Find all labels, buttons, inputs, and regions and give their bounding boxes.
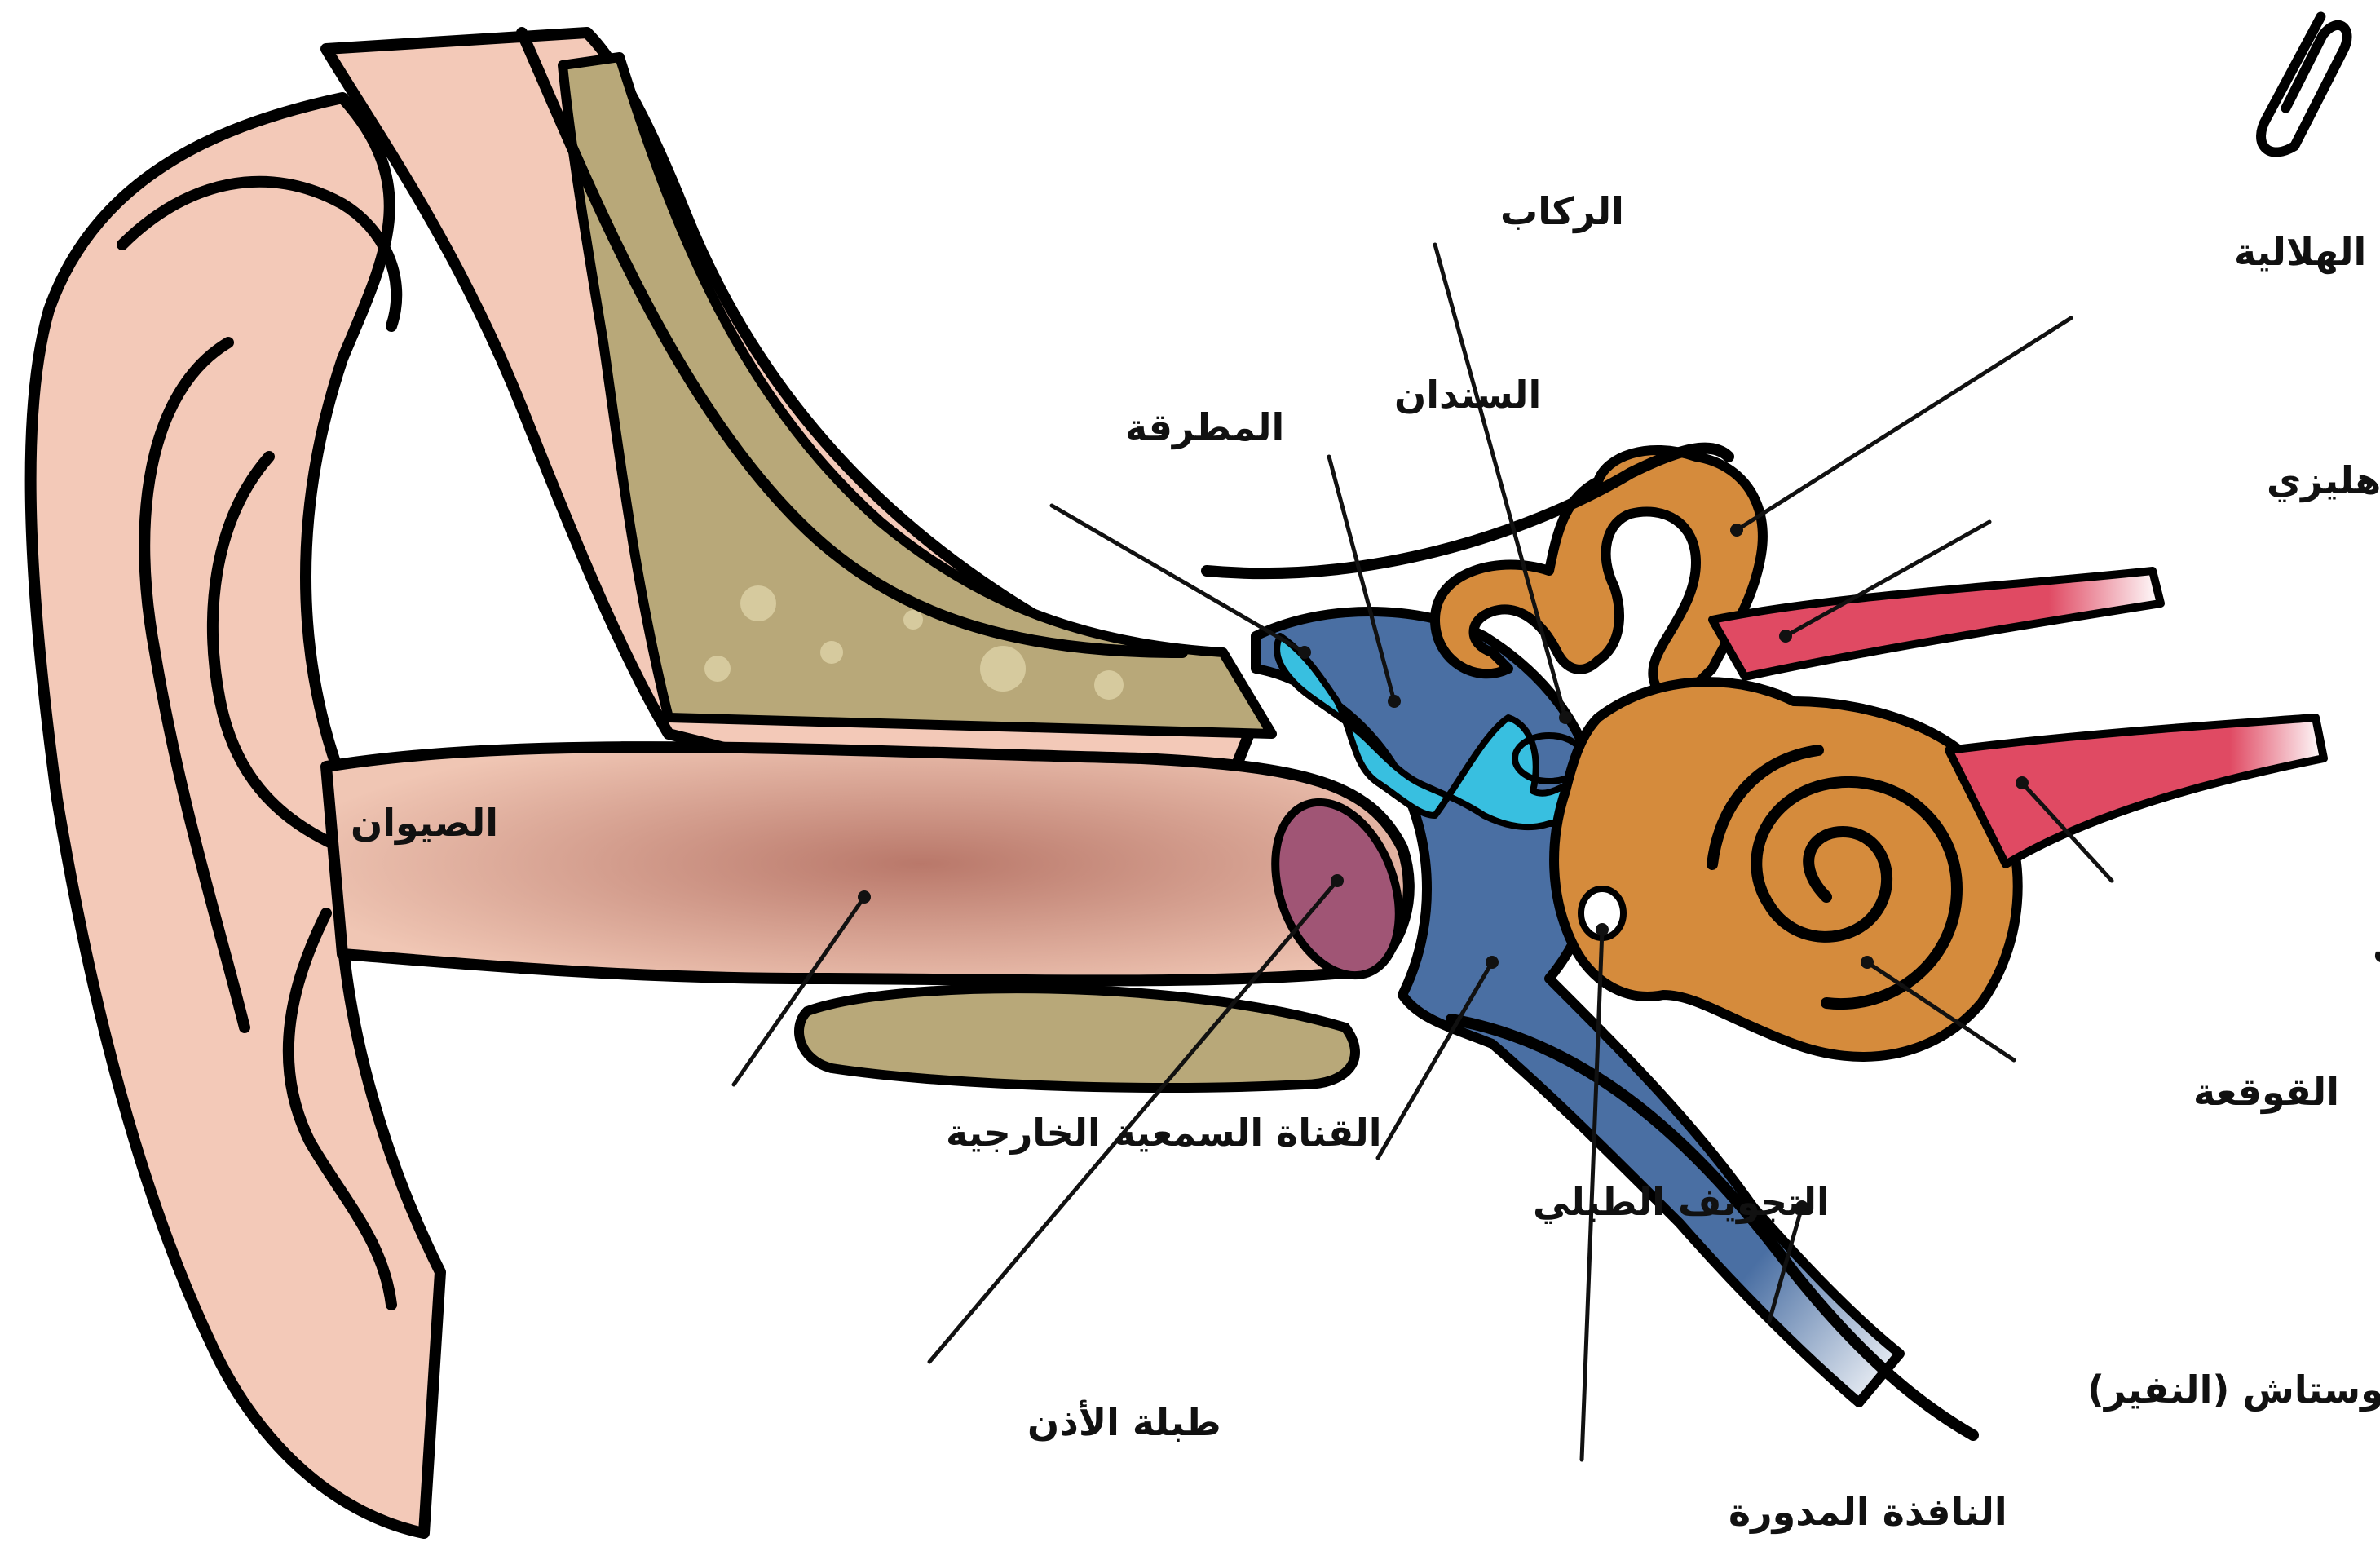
cochlear-nerve-shape — [1949, 718, 2324, 864]
label-malleus: المطرقة — [1125, 405, 1284, 449]
pointer-stapes — [1559, 711, 1572, 724]
pointer-eardrum — [1331, 874, 1344, 887]
pointer-tympanic-cavity — [1486, 956, 1499, 969]
pointer-cochlea — [1861, 956, 1874, 969]
vestibular-nerve-shape — [1712, 571, 2161, 677]
pointer-external-canal — [858, 890, 871, 904]
pointer-malleus — [1298, 646, 1311, 659]
label-incus: السندان — [1394, 373, 1541, 417]
pointer-round-window — [1596, 923, 1609, 936]
pointer-vestibular-nerve — [1779, 630, 1792, 643]
label-cochlear-nerve: العصب القوقعي — [2373, 923, 2380, 967]
label-vestibular-nerve: العصب الدهليزي — [2267, 458, 2380, 502]
temporal-bone-upper — [563, 57, 1272, 734]
external-canal-shape — [326, 747, 1409, 980]
label-eustachian-tube: قناة أوستاش (النفير) — [2087, 1365, 2380, 1412]
pointer-cochlear-nerve — [2016, 776, 2029, 789]
label-round-window: النافذة المدورة — [1729, 1490, 2007, 1534]
label-pinna: الصيوان — [351, 801, 498, 845]
cochlea-shape — [1554, 682, 2018, 1057]
label-eardrum: طبلة الأذن — [1027, 1399, 1221, 1444]
paperclip-icon — [2256, 11, 2352, 162]
label-external-canal: القناة السمعية الخارجية — [946, 1111, 1381, 1155]
label-cochlea: القوقعة — [2193, 1070, 2339, 1114]
label-semicircular-canals: القنوات الهلالية — [2234, 230, 2380, 274]
temporal-bone-lower — [799, 988, 1355, 1088]
label-stapes: الركاب — [1500, 189, 1624, 233]
leader-semicircular-canals — [1737, 318, 2071, 530]
pointer-incus — [1388, 695, 1401, 708]
label-tympanic-cavity: التجويف الطبلي — [1533, 1180, 1830, 1224]
pointer-semicircular-canals — [1730, 524, 1743, 537]
